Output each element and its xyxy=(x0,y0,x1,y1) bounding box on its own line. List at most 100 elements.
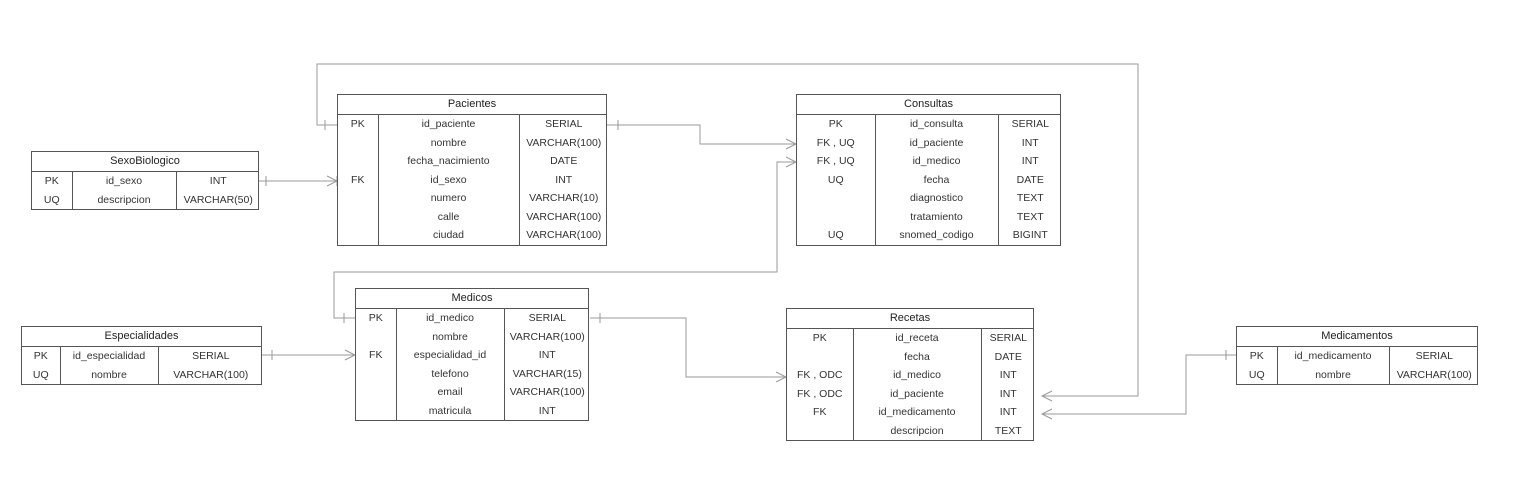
table-row: nombre VARCHAR(100) xyxy=(356,327,590,346)
column-name-cell: id_sexo xyxy=(105,175,143,187)
column-name-cell: especialidad_id xyxy=(413,349,487,361)
column-type-cell: INT xyxy=(997,152,1062,171)
table-title: Medicamentos xyxy=(1237,327,1477,347)
column-name-cell: id_sexo xyxy=(430,173,467,186)
column-type-cell: VARCHAR(100) xyxy=(157,365,263,384)
key-cell: FK xyxy=(338,170,379,189)
column-name-cell: snomed_codigo xyxy=(899,229,974,241)
column-name-cell: id_medico xyxy=(426,312,474,324)
key-cell xyxy=(338,189,379,208)
key-cell: UQ xyxy=(797,226,876,245)
key-cell: FK , ODC xyxy=(787,366,854,385)
column-name-cell: fecha xyxy=(904,350,930,363)
key-cell: FK xyxy=(356,346,397,365)
column-name-cell: descripcion xyxy=(97,193,151,206)
column-name-cell: id_medicamento xyxy=(878,406,956,418)
key-cell: PK xyxy=(356,309,397,328)
column-type-cell: VARCHAR(100) xyxy=(503,327,590,346)
table-row: ciudad VARCHAR(100) xyxy=(338,226,608,245)
rel-pacientes-consultas xyxy=(607,120,798,150)
column-type-cell: TEXT xyxy=(980,421,1035,440)
key-cell xyxy=(338,133,379,152)
column-name-cell: id_paciente xyxy=(890,387,944,400)
column-name-cell: id_paciente xyxy=(909,136,964,149)
column-type-cell: TEXT xyxy=(997,207,1062,226)
key-cell: FK , UQ xyxy=(797,133,876,152)
column-name-cell: nombre xyxy=(432,330,468,343)
column-type-cell: INT xyxy=(980,403,1035,422)
column-name-cell: email xyxy=(437,386,463,398)
column-type-cell: VARCHAR(100) xyxy=(518,226,608,245)
column-type-cell: VARCHAR(15) xyxy=(503,364,590,383)
key-cell xyxy=(356,364,397,383)
table-title: Medicos xyxy=(356,289,588,309)
key-cell: PK xyxy=(22,347,61,366)
column-name-cell: nombre xyxy=(91,368,127,381)
table-row: PK id_sexo INT xyxy=(32,172,260,191)
key-cell: UQ xyxy=(1237,365,1278,384)
table-row: FK , UQ id_paciente INT xyxy=(797,133,1062,152)
column-type-cell: INT xyxy=(997,133,1062,152)
column-name-cell: id_medicamento xyxy=(1294,350,1372,362)
key-cell: PK xyxy=(797,115,876,134)
column-name-cell: id_consulta xyxy=(909,118,964,130)
table-row: email VARCHAR(100) xyxy=(356,383,590,402)
column-name-cell: matricula xyxy=(428,404,472,417)
column-name-cell: id_especialidad xyxy=(72,350,146,362)
rel-medicamentos-recetas xyxy=(1040,350,1236,420)
rel-especialidades-medicos xyxy=(262,349,357,361)
column-type-cell: BIGINT xyxy=(997,226,1062,245)
key-cell xyxy=(356,327,397,346)
key-cell: PK xyxy=(32,172,73,191)
column-type-cell: INT xyxy=(503,346,590,365)
column-type-cell: VARCHAR(10) xyxy=(518,189,608,208)
table-row: FK id_sexo INT xyxy=(338,170,608,189)
key-cell: PK xyxy=(1237,347,1278,366)
key-cell xyxy=(356,383,397,402)
column-name-cell: telefono xyxy=(431,367,469,380)
column-type-cell: DATE xyxy=(997,170,1062,189)
column-type-cell: INT xyxy=(175,172,260,191)
table-row: telefono VARCHAR(15) xyxy=(356,364,590,383)
column-type-cell: VARCHAR(100) xyxy=(518,207,608,226)
table-title: Consultas xyxy=(797,95,1060,115)
column-type-cell: SERIAL xyxy=(503,309,590,328)
column-name-cell: ciudad xyxy=(433,229,464,241)
key-cell: FK , UQ xyxy=(797,152,876,171)
key-cell xyxy=(338,207,379,226)
key-cell xyxy=(797,207,876,226)
column-name-cell: tratamiento xyxy=(910,210,963,223)
column-type-cell: DATE xyxy=(518,152,608,171)
column-type-cell: DATE xyxy=(980,347,1035,366)
key-cell: UQ xyxy=(797,170,876,189)
column-type-cell: SERIAL xyxy=(518,115,608,134)
key-cell: UQ xyxy=(32,190,73,209)
table-row: UQ fecha DATE xyxy=(797,170,1062,189)
table-row: fecha DATE xyxy=(787,347,1035,366)
column-name-cell: id_paciente xyxy=(421,118,476,130)
key-cell: PK xyxy=(787,329,854,348)
column-type-cell: INT xyxy=(518,170,608,189)
column-name-cell: fecha xyxy=(923,173,950,186)
rel-sexo-pacientes xyxy=(258,175,339,187)
column-type-cell: INT xyxy=(980,384,1035,403)
table-row: FK especialidad_id INT xyxy=(356,346,590,365)
column-type-cell: VARCHAR(100) xyxy=(1388,365,1479,384)
column-name-cell: id_receta xyxy=(895,332,939,344)
column-type-cell: VARCHAR(100) xyxy=(503,383,590,402)
